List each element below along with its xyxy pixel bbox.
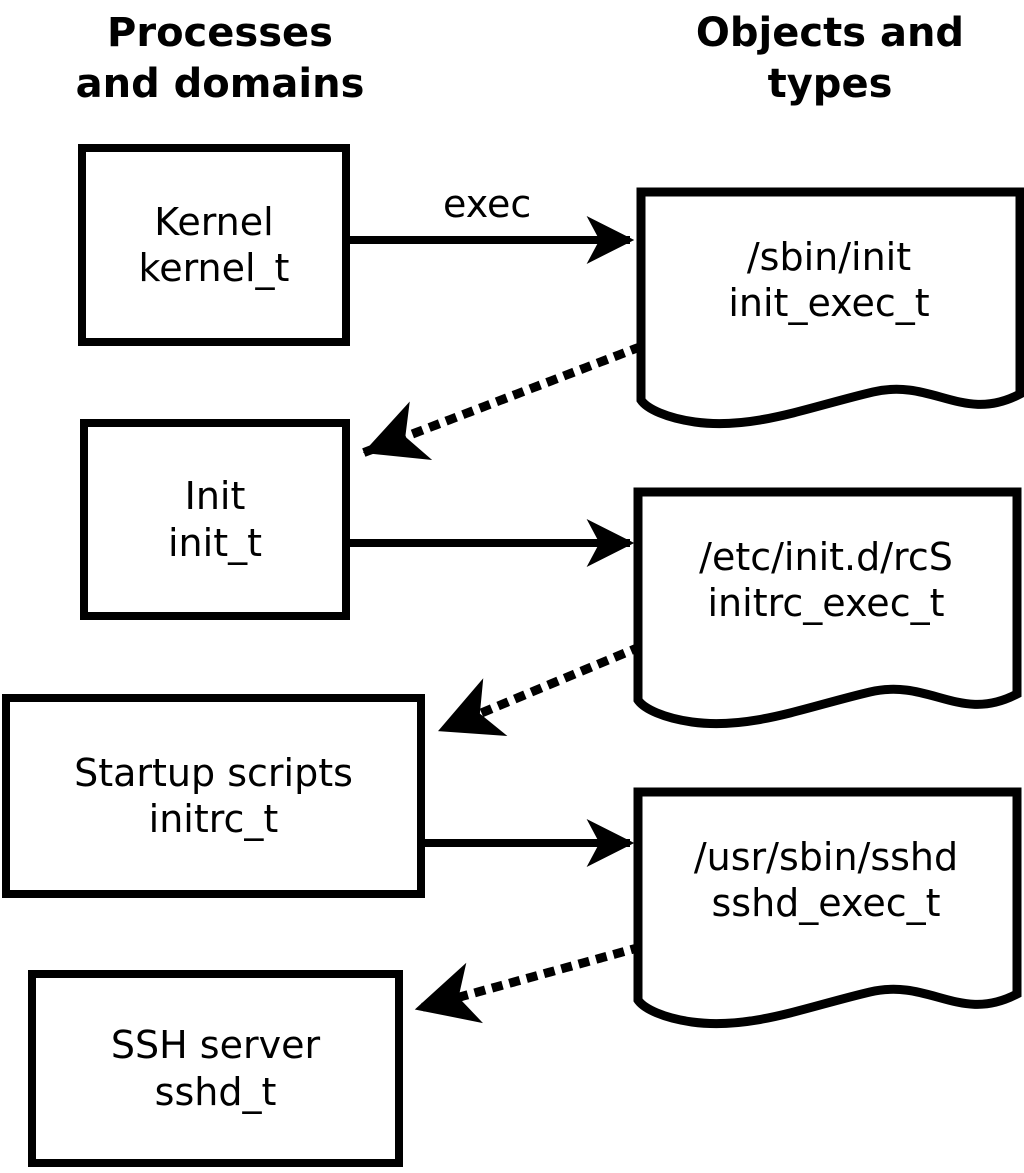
- process-box-kernel-name: Kernel: [154, 199, 274, 244]
- document-shape-icon: [633, 487, 1022, 729]
- column-header-objects-and-types: Objects and types: [695, 10, 965, 108]
- edge-sbin-init-to-init: [362, 342, 643, 460]
- process-box-init-name: Init: [184, 474, 246, 519]
- column-header-processes-and-domains: Processes and domains: [75, 10, 365, 108]
- object-doc-sbin-init[interactable]: /sbin/init init_exec_t: [633, 184, 1024, 432]
- process-box-init[interactable]: Init init_t: [80, 419, 350, 620]
- process-box-kernel[interactable]: Kernel kernel_t: [78, 144, 350, 346]
- process-box-startup-scripts-name: Startup scripts: [74, 750, 353, 795]
- process-box-kernel-type: kernel_t: [138, 246, 290, 290]
- document-shape-icon: [633, 787, 1022, 1029]
- process-box-startup-scripts-type: initrc_t: [148, 797, 279, 841]
- process-box-startup-scripts[interactable]: Startup scripts initrc_t: [2, 694, 425, 898]
- object-doc-etc-initd-rcs[interactable]: /etc/init.d/rcS initrc_exec_t: [630, 484, 1022, 732]
- process-box-ssh-server-name: SSH server: [110, 1023, 321, 1068]
- process-box-ssh-server-type: sshd_t: [154, 1069, 277, 1114]
- edge-etc-initd-rcs-to-startup-scripts: [437, 642, 643, 737]
- object-doc-usr-sbin-sshd[interactable]: /usr/sbin/sshd sshd_exec_t: [630, 784, 1022, 1032]
- edge-label-exec: exec: [443, 182, 532, 226]
- edge-usr-sbin-sshd-to-ssh-server: [414, 942, 643, 1024]
- document-shape-icon: [636, 187, 1024, 429]
- process-box-ssh-server[interactable]: SSH server sshd_t: [28, 970, 403, 1167]
- process-box-init-type: init_t: [168, 520, 262, 565]
